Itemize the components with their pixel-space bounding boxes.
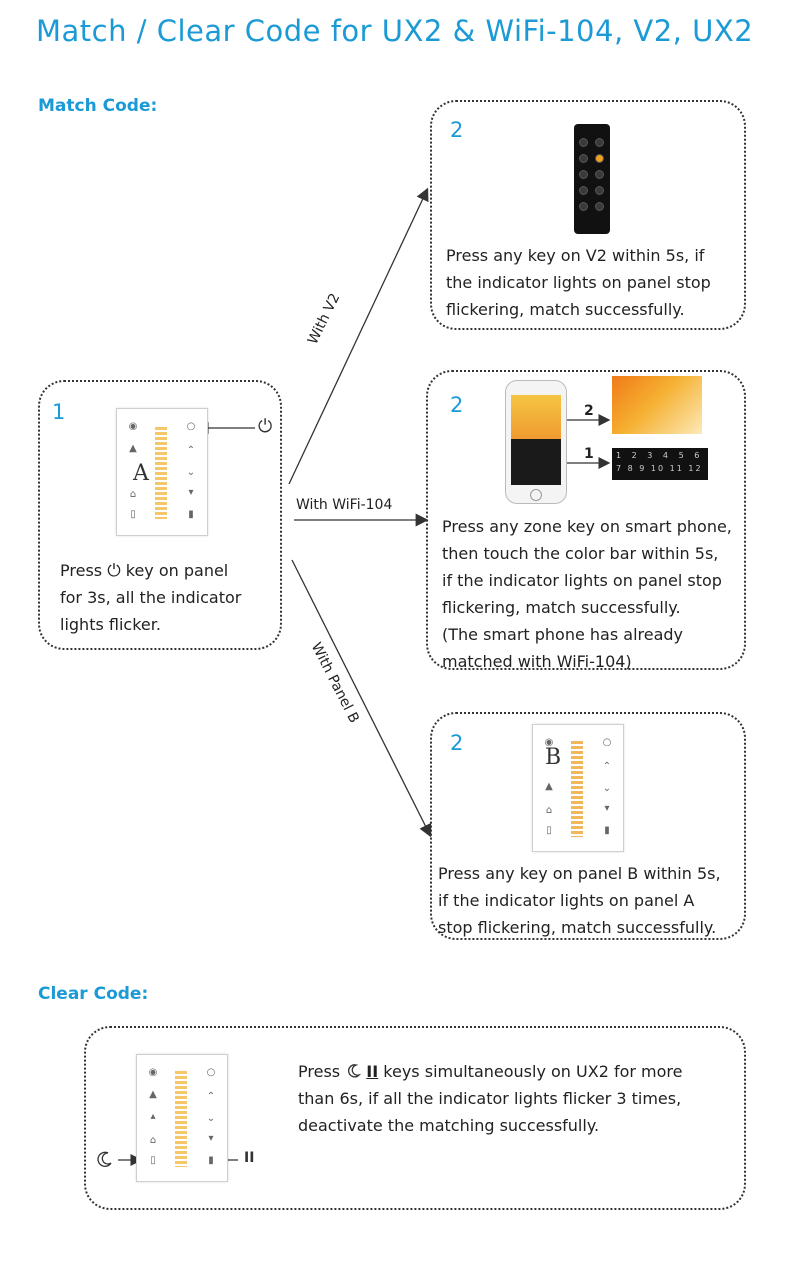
power-icon: ○ — [205, 1067, 217, 1078]
pause-icon: II — [366, 1062, 378, 1081]
power-icon: ○ — [185, 421, 197, 432]
power-icon: ○ — [601, 737, 613, 748]
keypad-digits: 1 2 3 4 5 6 — [616, 451, 706, 460]
step2-wifi-line-2: then touch the color bar within 5s, — [442, 540, 718, 567]
moon-icon — [345, 1063, 361, 1079]
panel-button-icon: ▮ — [601, 825, 613, 836]
power-icon: ⏻ — [107, 561, 120, 581]
panel-button-icon: ▾ — [601, 803, 613, 814]
wifi-label-1: 1 — [584, 446, 594, 462]
step2-v2-line-3: flickering, match successfully. — [446, 296, 685, 323]
phone-keypad — [511, 439, 561, 485]
color-bar — [155, 427, 167, 519]
moon-icon: ▯ — [147, 1155, 159, 1166]
step1-line-3: lights flicker. — [60, 611, 161, 638]
color-light-image — [612, 376, 702, 434]
smart-phone-image — [505, 380, 567, 504]
panel-letter-a: A — [133, 461, 149, 486]
panel-button-icon: ⌄ — [601, 783, 613, 794]
wifi-zone-keypad-image: 1 2 3 4 5 6 7 8 9 10 11 12 — [612, 448, 708, 480]
panel-button-icon: ⌄ — [205, 1113, 217, 1124]
panel-button-icon: ⌄ — [185, 467, 197, 478]
step2-wifi-line-6: matched with WiFi-104) — [442, 648, 632, 675]
step2-panelb-line-1: Press any key on panel B within 5s, — [438, 860, 721, 887]
step2-panelb-line-3: stop flickering, match successfully. — [438, 914, 716, 941]
panel-button-icon: ▾ — [185, 487, 197, 498]
step2-wifi-line-4: flickering, match successfully. — [442, 594, 681, 621]
clear-text-keys: keys simultaneously on UX2 for more — [383, 1062, 682, 1081]
panel-letter-b: B — [545, 745, 561, 770]
panel-button-icon: ▯ — [127, 509, 139, 520]
panel-button-icon: ◉ — [127, 421, 139, 432]
panel-button-icon: ▮ — [185, 509, 197, 520]
pause-icon: II — [244, 1150, 254, 1166]
panel-button-icon: ▲ — [127, 443, 139, 454]
step2-wifi-line-3: if the indicator lights on panel stop — [442, 567, 722, 594]
step1-number: 1 — [52, 400, 65, 424]
panel-button-icon: ⌃ — [205, 1091, 217, 1102]
color-bar — [571, 741, 583, 837]
step1-line-2: for 3s, all the indicator — [60, 584, 241, 611]
step2-v2-line-2: the indicator lights on panel stop — [446, 269, 711, 296]
keypad-digits: 7 8 9 10 11 12 — [616, 464, 706, 473]
pause-icon: ▮ — [205, 1155, 217, 1166]
clear-code-heading: Clear Code: — [38, 984, 148, 1004]
home-button-icon — [530, 489, 542, 501]
panel-button-icon: ▲ — [543, 781, 555, 792]
step2-wifi-line-5: (The smart phone has already — [442, 621, 683, 648]
moon-icon — [96, 1150, 114, 1168]
step2-v2-line-1: Press any key on V2 within 5s, if — [446, 242, 704, 269]
panel-button-icon: ▴ — [147, 1111, 159, 1122]
panel-a-image: ◉ ▲ ⌂ ▯ ○ ⌃ ⌄ ▾ ▮ A — [116, 408, 208, 536]
panel-button-icon: ⌂ — [147, 1135, 159, 1146]
clear-line-1: Press II keys simultaneously on UX2 for … — [298, 1058, 683, 1085]
step1-text-key: key on panel — [126, 561, 229, 580]
panel-button-icon: ⌂ — [543, 805, 555, 816]
step2-wifi-line-1: Press any zone key on smart phone, — [442, 513, 732, 540]
step2-panelb-line-2: if the indicator lights on panel A — [438, 887, 694, 914]
panel-button-icon: ⌂ — [127, 489, 139, 500]
panel-button-icon: ▾ — [205, 1133, 217, 1144]
power-icon: ⏻ — [258, 416, 272, 437]
color-bar — [175, 1071, 187, 1167]
step1-line-1: Press ⏻ key on panel — [60, 557, 228, 585]
clear-line-3: deactivate the matching successfully. — [298, 1112, 599, 1139]
wifi-label-2: 2 — [584, 403, 594, 419]
step2-wifi-number: 2 — [450, 393, 463, 417]
clear-text-press: Press — [298, 1062, 340, 1081]
clear-line-2: than 6s, if all the indicator lights fli… — [298, 1085, 681, 1112]
panel-button-icon: ◉ — [147, 1067, 159, 1078]
panel-button-icon: ▯ — [543, 825, 555, 836]
panel-ux2-image: ◉ ▲ ▴ ⌂ ▯ ○ ⌃ ⌄ ▾ ▮ — [136, 1054, 228, 1182]
panel-b-image: ◉ ▲ ⌂ ▯ ○ ⌃ ⌄ ▾ ▮ B — [532, 724, 624, 852]
panel-button-icon: ⌃ — [185, 445, 197, 456]
panel-button-icon: ▲ — [147, 1089, 159, 1100]
v2-remote-image — [574, 124, 610, 234]
step1-text-press: Press — [60, 561, 102, 580]
panel-button-icon: ⌃ — [601, 761, 613, 772]
step2-panelb-number: 2 — [450, 731, 463, 755]
step2-v2-number: 2 — [450, 118, 463, 142]
phone-color-bar — [511, 395, 561, 439]
arrow-to-panelb — [292, 560, 430, 835]
arrow-label-wifi: With WiFi-104 — [296, 497, 392, 513]
